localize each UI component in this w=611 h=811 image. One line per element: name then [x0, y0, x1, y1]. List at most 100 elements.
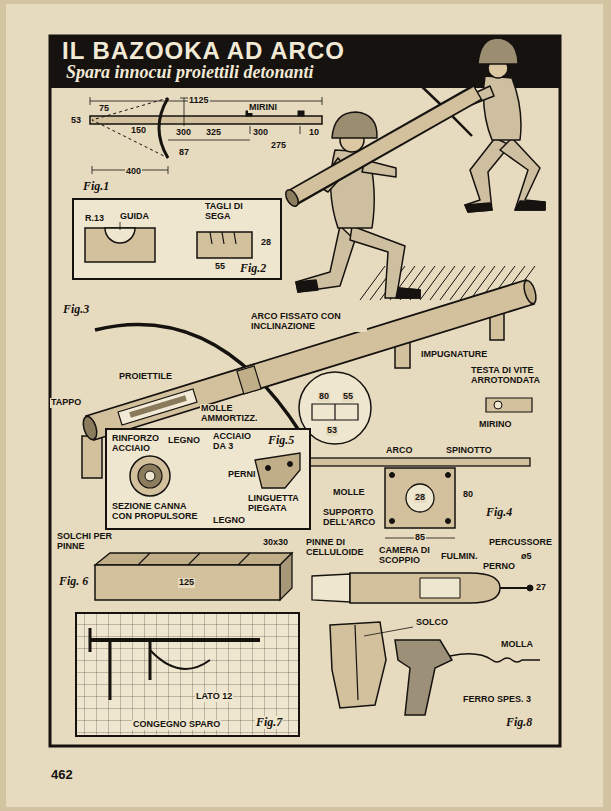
part-label: PINNE DI CELLULOIDE	[305, 538, 373, 558]
shoulder-bazooka-part	[292, 92, 478, 198]
fig8-trigger-part	[450, 654, 540, 662]
fig4-bow-support-part	[406, 484, 434, 512]
projectile-part	[350, 573, 500, 603]
fig2-detail-part	[72, 198, 282, 280]
fig7-trigger-plan-part	[75, 612, 300, 737]
fig8-trigger-part	[330, 622, 386, 708]
dimension-label: 87	[178, 148, 190, 158]
fig1-top-view-part	[298, 111, 304, 116]
part-label: MOLLE AMMORTIZZ.	[200, 404, 268, 424]
subtitle: Spara innocui proiettili detonanti	[65, 63, 315, 83]
part-label: SEZIONE CANNA CON PROPULSORE	[111, 502, 208, 522]
part-label: LEGNO	[167, 436, 201, 446]
fig8-trigger	[330, 622, 540, 715]
projectile-part	[500, 587, 527, 589]
part-label: CAMERA DI SCOPPIO	[378, 546, 438, 566]
fig7-trigger-plan-part	[90, 638, 260, 642]
fig6-block	[95, 553, 292, 600]
fig4-bow-support-part	[390, 473, 395, 478]
front-soldier-part	[350, 226, 420, 298]
frame-part	[50, 36, 560, 88]
dimension-label: 325	[205, 128, 222, 138]
fig2-detail-part	[85, 228, 155, 262]
fig2-detail-part	[210, 232, 236, 244]
fig5-detail-part	[255, 453, 300, 488]
rear-soldier-part	[500, 138, 545, 210]
paper-part	[6, 4, 603, 807]
projectile	[312, 573, 533, 603]
fig5-detail	[105, 428, 310, 528]
part-label: FERRO SPES. 3	[462, 695, 532, 705]
part-label: TAPPO	[50, 398, 82, 408]
dimension-label: 300	[252, 128, 269, 138]
part-label: TESTA DI VITE ARROTONDATA	[470, 366, 554, 386]
part-label: SPINOTTO	[445, 446, 493, 456]
fig1-top-view	[90, 97, 322, 174]
part-label: ACCIAIO DA 3	[212, 432, 258, 452]
part-label: R.13	[84, 214, 105, 224]
part-label: ARCO FISSATO CON INCLINAZIONE	[250, 312, 367, 332]
fig5-detail-part	[266, 466, 271, 471]
part-label: CONGEGNO SPARO	[132, 720, 221, 730]
part-label: SOLCHI PER PINNE	[56, 532, 120, 552]
fig3-bazooka-part	[312, 404, 358, 420]
part-label: MIRINO	[478, 420, 513, 430]
fig3-bazooka-part	[522, 279, 539, 305]
dimension-label: 27	[535, 583, 547, 593]
dimension-label: 55	[342, 392, 354, 402]
fig3-bazooka-part	[118, 389, 197, 425]
fig4-bow-support-part	[446, 473, 451, 478]
dimension-label: 28	[260, 238, 272, 248]
fig2-detail-part	[105, 228, 135, 243]
part-label: LATO 12	[195, 692, 233, 702]
soldiers	[283, 38, 545, 300]
figure-panel: R.13GUIDATAGLI DI SEGA2855Fig.2	[72, 198, 282, 280]
part-label: RINFORZO ACCIAIO	[111, 434, 167, 454]
projectile-part	[527, 585, 533, 591]
figure-label: Fig.3	[62, 303, 90, 316]
part-label: GUIDA	[119, 212, 150, 222]
part-label: PERNO	[482, 562, 516, 572]
figure-label: Fig.1	[82, 180, 110, 193]
fig5-detail-part	[105, 428, 310, 528]
figure-panel: LATO 12 CONGEGNO SPARO Fig.7	[75, 612, 300, 737]
dimension-label: 150	[130, 126, 147, 136]
figure-label: Fig.7	[255, 716, 283, 729]
part-label: ARCO	[385, 446, 414, 456]
fig4-bow-support	[310, 458, 530, 538]
fig1-top-view-part	[90, 97, 322, 105]
part-label: TAGLI DI SEGA	[204, 202, 252, 222]
page-number: 462	[50, 768, 74, 782]
fig4-bow-support-part	[390, 519, 395, 524]
dimension-label: 30x30	[262, 538, 289, 548]
fig7-trigger-plan-part	[110, 640, 150, 700]
fig8-trigger-part	[395, 640, 452, 715]
dimension-label: 400	[125, 167, 142, 177]
rear-soldier-part	[478, 38, 518, 64]
fig7-trigger-plan-part	[75, 612, 300, 737]
fig7-trigger-plan-part	[89, 628, 92, 652]
part-label: PROIETTILE	[118, 372, 173, 382]
fig6-block-part	[95, 565, 280, 600]
figure-label: Fig. 6	[58, 575, 89, 588]
fig1-top-view-part	[168, 140, 250, 141]
dimension-label: 275	[270, 141, 287, 151]
part-label: MIRINI	[248, 103, 278, 113]
dimension-label: 1125	[188, 96, 210, 106]
rear-soldier-part	[465, 201, 545, 212]
shoulder-bazooka-part	[283, 188, 301, 209]
fig3-bazooka-part	[494, 401, 502, 409]
fig3-bazooka-part	[82, 436, 102, 478]
fig5-detail-part	[138, 464, 162, 488]
figure-label: Fig.2	[239, 262, 267, 275]
fig3-bazooka-part	[237, 366, 261, 394]
dimension-label: 125	[178, 578, 195, 588]
shoulder-bazooka-part	[293, 93, 477, 197]
fig7-trigger-plan	[75, 612, 300, 737]
figure-label: Fig.8	[505, 716, 533, 729]
